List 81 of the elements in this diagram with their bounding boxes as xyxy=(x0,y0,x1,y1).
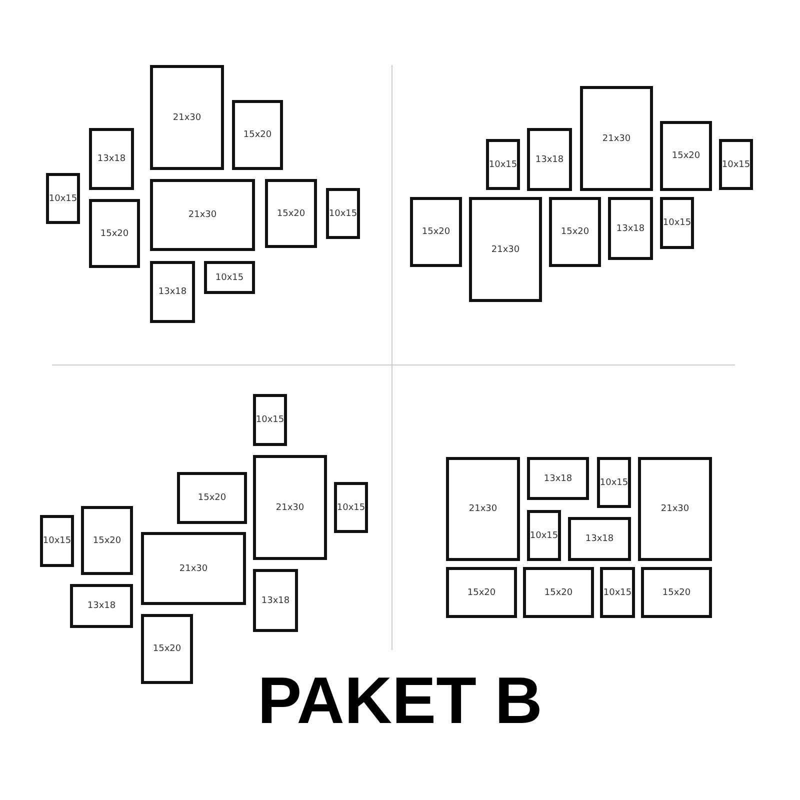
frame-size-label: 10x15 xyxy=(662,218,692,228)
frame-size-label: 21x30 xyxy=(660,504,690,514)
picture-frame xyxy=(580,86,653,191)
frame-size-label: 15x20 xyxy=(560,227,590,237)
picture-frame xyxy=(265,179,317,248)
picture-frame xyxy=(527,510,561,561)
frame-size-label: 21x30 xyxy=(491,244,520,254)
picture-frame xyxy=(253,569,298,632)
picture-frame xyxy=(334,482,368,533)
picture-frame xyxy=(150,261,195,323)
picture-frame xyxy=(527,128,572,191)
frame-size-label: 15x20 xyxy=(544,588,573,598)
picture-frame xyxy=(253,455,327,560)
picture-frame xyxy=(150,179,255,251)
picture-frame xyxy=(253,394,287,446)
frame-size-label: 21x30 xyxy=(468,504,498,514)
frame-size-label: 13x18 xyxy=(585,534,614,544)
picture-frame xyxy=(469,197,542,302)
picture-frame xyxy=(326,188,360,239)
frame-size-label: 10x15 xyxy=(48,194,78,204)
picture-frame xyxy=(523,567,594,618)
picture-frame xyxy=(608,197,653,260)
picture-frame xyxy=(141,532,246,605)
frame-size-label: 15x20 xyxy=(276,208,306,218)
frame-size-label: 15x20 xyxy=(198,493,226,503)
frame-size-label: 15x20 xyxy=(422,227,450,237)
picture-frame xyxy=(141,614,193,684)
frame-size-label: 13x18 xyxy=(616,224,645,234)
frame-size-label: 10x15 xyxy=(530,530,558,540)
frame-size-label: 10x15 xyxy=(722,160,750,170)
picture-frame xyxy=(660,197,694,249)
frame-size-label: 10x15 xyxy=(215,272,244,282)
frame-size-label: 10x15 xyxy=(600,478,628,488)
frame-size-label: 15x20 xyxy=(672,151,700,161)
picture-frame xyxy=(527,457,589,500)
picture-frame xyxy=(660,121,712,191)
frame-size-label: 10x15 xyxy=(488,160,518,170)
frame-size-label: 10x15 xyxy=(603,588,632,598)
frame-size-label: 13x18 xyxy=(544,474,572,484)
picture-frame xyxy=(89,128,134,190)
picture-frame xyxy=(89,199,140,268)
picture-frame xyxy=(40,515,74,567)
picture-frame xyxy=(204,261,255,294)
picture-frame xyxy=(446,567,517,618)
frame-size-label: 10x15 xyxy=(256,415,284,425)
picture-frame xyxy=(568,517,631,561)
picture-frame xyxy=(446,457,520,561)
picture-frame xyxy=(549,197,601,267)
picture-frame xyxy=(641,567,712,618)
frame-size-label: 15x20 xyxy=(243,130,272,140)
frame-size-label: 15x20 xyxy=(92,536,122,546)
picture-frame xyxy=(486,139,520,190)
frame-size-label: 10x15 xyxy=(336,502,366,512)
picture-frame xyxy=(232,100,283,170)
frame-size-label: 21x30 xyxy=(188,210,217,220)
title: PAKET B xyxy=(256,662,544,739)
picture-frame xyxy=(410,197,462,267)
frame-size-label: 15x20 xyxy=(152,644,182,654)
picture-frame xyxy=(600,567,635,618)
picture-frame xyxy=(81,506,133,575)
frame-size-label: 13x18 xyxy=(535,154,564,164)
frame-size-label: 13x18 xyxy=(97,154,126,164)
frame-size-label: 15x20 xyxy=(467,588,496,598)
frame-size-label: 15x20 xyxy=(100,228,129,238)
picture-frame xyxy=(46,173,80,224)
frame-size-label: 13x18 xyxy=(87,601,116,611)
frame-size-label: 13x18 xyxy=(158,287,187,297)
frame-size-label: 21x30 xyxy=(172,112,202,122)
picture-frame xyxy=(638,457,712,561)
picture-frame xyxy=(70,584,133,628)
frame-size-label: 21x30 xyxy=(602,134,631,144)
frame-size-label: 13x18 xyxy=(261,596,290,606)
frame-size-label: 21x30 xyxy=(179,564,208,574)
picture-frame xyxy=(719,139,753,190)
picture-frame xyxy=(150,65,224,170)
frame-size-label: 21x30 xyxy=(276,502,304,512)
frame-size-label: 10x15 xyxy=(42,536,72,546)
frame-size-label: 15x20 xyxy=(662,588,691,598)
picture-frame xyxy=(177,472,247,524)
frame-size-label: 10x15 xyxy=(328,208,358,218)
picture-frame xyxy=(597,457,631,508)
